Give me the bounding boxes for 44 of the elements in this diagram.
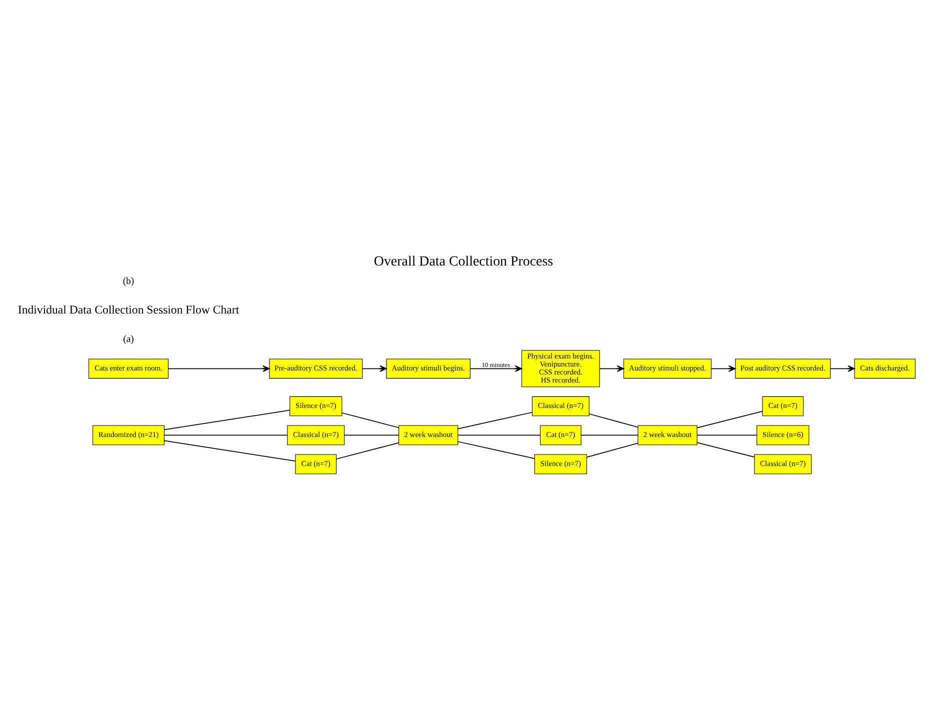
- connector: [588, 413, 638, 428]
- connector: [458, 412, 533, 430]
- diagram-title: Overall Data Collection Process: [374, 254, 554, 270]
- node-box: 2 week washout: [398, 425, 458, 446]
- connector: [164, 440, 296, 462]
- connector: [336, 442, 400, 460]
- node-box: Post auditory CSS recorded.: [735, 358, 831, 379]
- connector: [344, 434, 400, 436]
- arrow: [599, 365, 624, 372]
- node-box: Auditory stimuli stopped.: [623, 358, 712, 379]
- arrow: [710, 365, 736, 372]
- node-box: Silence (n=7): [290, 396, 342, 416]
- node-box: Randomized (n=21): [92, 425, 164, 446]
- node-box: Classical (n=7): [532, 396, 590, 416]
- arrow: [830, 365, 855, 372]
- node-box: Auditory stimuli begins.: [386, 358, 470, 379]
- connector: [458, 434, 541, 436]
- connector: [164, 434, 288, 436]
- node-box: Cat (n=7): [295, 454, 337, 474]
- label: Individual Data Collection Session Flow Chart: [18, 302, 240, 317]
- connector: [164, 410, 290, 430]
- arrow: [168, 365, 270, 372]
- node-box: Pre-auditory CSS recorded.: [269, 358, 363, 379]
- label: (a): [123, 334, 134, 346]
- arrow: [470, 365, 522, 372]
- node-box: 2 week washout: [638, 425, 698, 446]
- node-box: Silence (n=6): [756, 425, 810, 446]
- node-box: Cats enter exam room.: [88, 358, 169, 379]
- node-box: Silence (n=7): [534, 454, 587, 474]
- connector: [580, 434, 638, 436]
- node-box: Cat (n=7): [540, 425, 582, 446]
- connector: [696, 442, 755, 458]
- connector: [342, 412, 400, 428]
- node-box: Cat (n=7): [762, 396, 804, 416]
- node-box: Classical (n=7): [754, 454, 812, 474]
- label: (b): [122, 276, 134, 288]
- node-box: Cats discharged.: [854, 358, 916, 379]
- arrow: [362, 365, 387, 372]
- connector: [586, 442, 638, 458]
- node-box: Classical (n=7): [287, 425, 345, 446]
- connector: [696, 410, 763, 428]
- node-box: Physical exam begins. Venipuncture. CSS recorded. HS recorded.: [521, 350, 600, 388]
- connector: [458, 441, 536, 459]
- connector: [696, 434, 758, 436]
